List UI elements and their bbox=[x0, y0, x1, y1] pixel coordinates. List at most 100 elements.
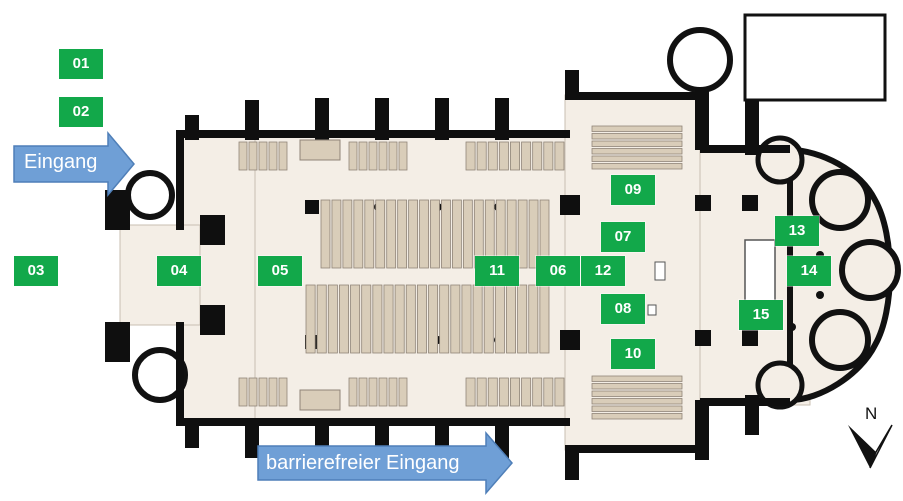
marker-01[interactable]: 01 bbox=[59, 49, 103, 79]
pew bbox=[591, 140, 683, 147]
pew bbox=[591, 133, 683, 140]
pew bbox=[483, 284, 494, 354]
pew bbox=[591, 413, 683, 420]
south-west-stair bbox=[132, 347, 188, 403]
pew bbox=[439, 284, 450, 354]
accessible-entrance-arrow bbox=[257, 430, 513, 496]
apse-chapel-north-outer bbox=[755, 135, 805, 185]
pew bbox=[472, 284, 483, 354]
pew bbox=[528, 199, 539, 269]
marker-08[interactable]: 08 bbox=[601, 294, 645, 324]
pew bbox=[398, 377, 408, 407]
walls bbox=[105, 70, 790, 480]
apse-chapel-north bbox=[809, 169, 871, 231]
north-west-stair bbox=[125, 170, 175, 220]
pew bbox=[394, 284, 405, 354]
pew bbox=[248, 377, 258, 407]
pew bbox=[554, 377, 565, 407]
pew bbox=[419, 199, 429, 269]
pew bbox=[441, 199, 451, 269]
pew bbox=[331, 199, 342, 269]
marker-12[interactable]: 12 bbox=[581, 256, 625, 286]
marker-05[interactable]: 05 bbox=[258, 256, 302, 286]
pew bbox=[238, 141, 248, 171]
pew bbox=[358, 377, 368, 407]
pew bbox=[591, 148, 683, 155]
pew bbox=[361, 284, 372, 354]
pew bbox=[591, 155, 683, 162]
pew bbox=[498, 377, 509, 407]
marker-09[interactable]: 09 bbox=[611, 175, 655, 205]
pew bbox=[591, 375, 683, 382]
pew bbox=[368, 141, 378, 171]
pew bbox=[268, 377, 278, 407]
pew bbox=[372, 284, 383, 354]
pew-blocks bbox=[238, 125, 683, 420]
marker-15[interactable]: 15 bbox=[739, 300, 783, 330]
pew bbox=[452, 199, 462, 269]
north-annex-floor bbox=[743, 13, 887, 102]
pew bbox=[416, 284, 427, 354]
apse bbox=[755, 135, 901, 410]
north-stair-tower bbox=[667, 27, 733, 93]
pew bbox=[386, 199, 397, 269]
south-cross bbox=[299, 389, 341, 411]
pew bbox=[554, 141, 565, 171]
pew bbox=[428, 284, 439, 354]
marker-07[interactable]: 07 bbox=[601, 222, 645, 252]
pew bbox=[591, 383, 683, 390]
marker-14[interactable]: 14 bbox=[787, 256, 831, 286]
pew bbox=[528, 284, 539, 354]
marker-03[interactable]: 03 bbox=[14, 256, 58, 286]
pew bbox=[268, 141, 278, 171]
pew bbox=[461, 284, 472, 354]
north-label: N bbox=[865, 404, 877, 423]
font bbox=[647, 304, 657, 316]
marker-02[interactable]: 02 bbox=[59, 97, 103, 127]
pew bbox=[465, 141, 476, 171]
west-entrance-arrow bbox=[13, 130, 135, 198]
apse-chapel-east bbox=[839, 239, 901, 301]
pew bbox=[397, 199, 408, 269]
pew bbox=[327, 284, 338, 354]
compass-needle bbox=[848, 425, 876, 468]
pew bbox=[591, 405, 683, 412]
pew bbox=[398, 141, 408, 171]
pew bbox=[450, 284, 461, 354]
pew bbox=[517, 199, 528, 269]
pew bbox=[543, 377, 554, 407]
pew bbox=[539, 284, 550, 354]
pew bbox=[532, 377, 543, 407]
pew bbox=[591, 125, 683, 132]
pew bbox=[278, 377, 288, 407]
pew bbox=[358, 141, 368, 171]
marker-11[interactable]: 11 bbox=[475, 256, 519, 286]
marker-13[interactable]: 13 bbox=[775, 216, 819, 246]
pew bbox=[238, 377, 248, 407]
marker-06[interactable]: 06 bbox=[536, 256, 580, 286]
pew bbox=[591, 163, 683, 170]
pew bbox=[510, 377, 520, 407]
apse-chapel-south-outer bbox=[755, 360, 805, 410]
pew bbox=[487, 141, 498, 171]
pew bbox=[378, 141, 388, 171]
marker-04[interactable]: 04 bbox=[157, 256, 201, 286]
pew bbox=[408, 199, 418, 269]
pew bbox=[350, 284, 361, 354]
pew bbox=[368, 377, 378, 407]
furnishings bbox=[299, 139, 776, 411]
pew bbox=[258, 377, 268, 407]
pew bbox=[348, 141, 358, 171]
pew bbox=[258, 141, 268, 171]
pew bbox=[430, 199, 440, 269]
pew bbox=[375, 199, 386, 269]
marker-10[interactable]: 10 bbox=[611, 339, 655, 369]
pew bbox=[383, 284, 394, 354]
altar-platform bbox=[744, 239, 776, 306]
compass-needle-light bbox=[869, 424, 893, 469]
stair-towers bbox=[125, 27, 733, 403]
pew bbox=[494, 284, 505, 354]
pew bbox=[378, 377, 388, 407]
pew bbox=[278, 141, 288, 171]
